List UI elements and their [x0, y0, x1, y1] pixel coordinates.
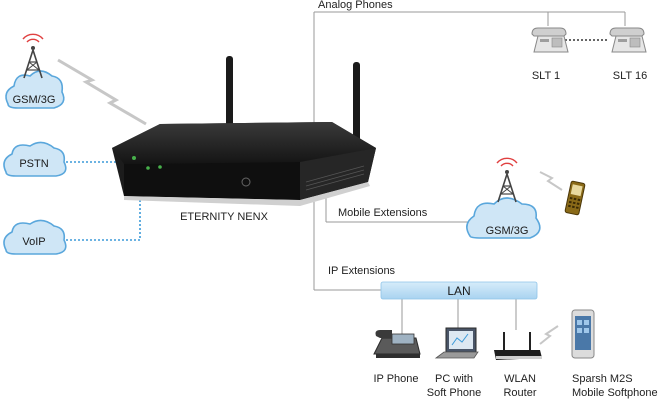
status-led — [146, 166, 150, 170]
pc-softphone-icon — [434, 327, 479, 359]
status-led — [132, 156, 136, 160]
cloud-label-gsm-left: GSM/3G — [13, 94, 56, 106]
slt1-label: SLT 1 — [532, 70, 560, 82]
cloud-label-pstn: PSTN — [19, 158, 48, 170]
mobile-extensions-label: Mobile Extensions — [338, 207, 428, 219]
pc-label-line1: PC with — [435, 373, 473, 385]
connection-lines — [66, 11, 626, 336]
antenna-right-icon — [353, 62, 360, 142]
ip-phone-label: IP Phone — [373, 373, 418, 385]
mobile-phone-icon — [564, 180, 586, 216]
wlan-label-line2: Router — [503, 387, 536, 399]
power-button-icon — [241, 177, 251, 187]
analog-phone-icon — [609, 27, 647, 53]
eternity-nenx-device: ETERNITY NENX — [112, 56, 376, 223]
device-label: ETERNITY NENX — [180, 211, 268, 223]
cloud-label-voip: VoIP — [22, 236, 45, 248]
wireless-signal-left — [57, 58, 147, 126]
cloud-gsm-left: GSM/3G — [5, 33, 65, 109]
cloud-pstn: PSTN — [3, 141, 67, 177]
antenna-left-icon — [226, 56, 233, 136]
wireless-signal-router — [539, 325, 559, 345]
lan-label: LAN — [447, 284, 470, 298]
cell-tower-icon — [22, 33, 44, 79]
cloud-voip: VoIP — [3, 219, 67, 255]
ip-phone-icon — [373, 330, 421, 358]
cloud-label-gsm-right: GSM/3G — [486, 225, 529, 237]
lan-bar — [380, 281, 538, 300]
ip-extensions-label: IP Extensions — [328, 265, 396, 277]
cloud-gsm-right: GSM/3G — [466, 157, 541, 239]
wireless-signal-right — [539, 171, 563, 191]
status-led — [158, 165, 162, 169]
voip-dotted-link — [66, 172, 141, 241]
pc-label-line2: Soft Phone — [427, 387, 481, 399]
cell-tower-icon — [496, 157, 518, 203]
sparsh-label-line2: Mobile Softphone — [572, 387, 658, 399]
wlan-label-line1: WLAN — [504, 373, 536, 385]
sparsh-label-line1: Sparsh M2S — [572, 373, 633, 385]
analog-phone-icon — [531, 27, 569, 53]
slt16-label: SLT 16 — [613, 70, 647, 82]
wlan-router-icon — [494, 332, 542, 360]
smartphone-icon — [571, 309, 595, 359]
analog-phones-label: Analog Phones — [318, 0, 393, 11]
